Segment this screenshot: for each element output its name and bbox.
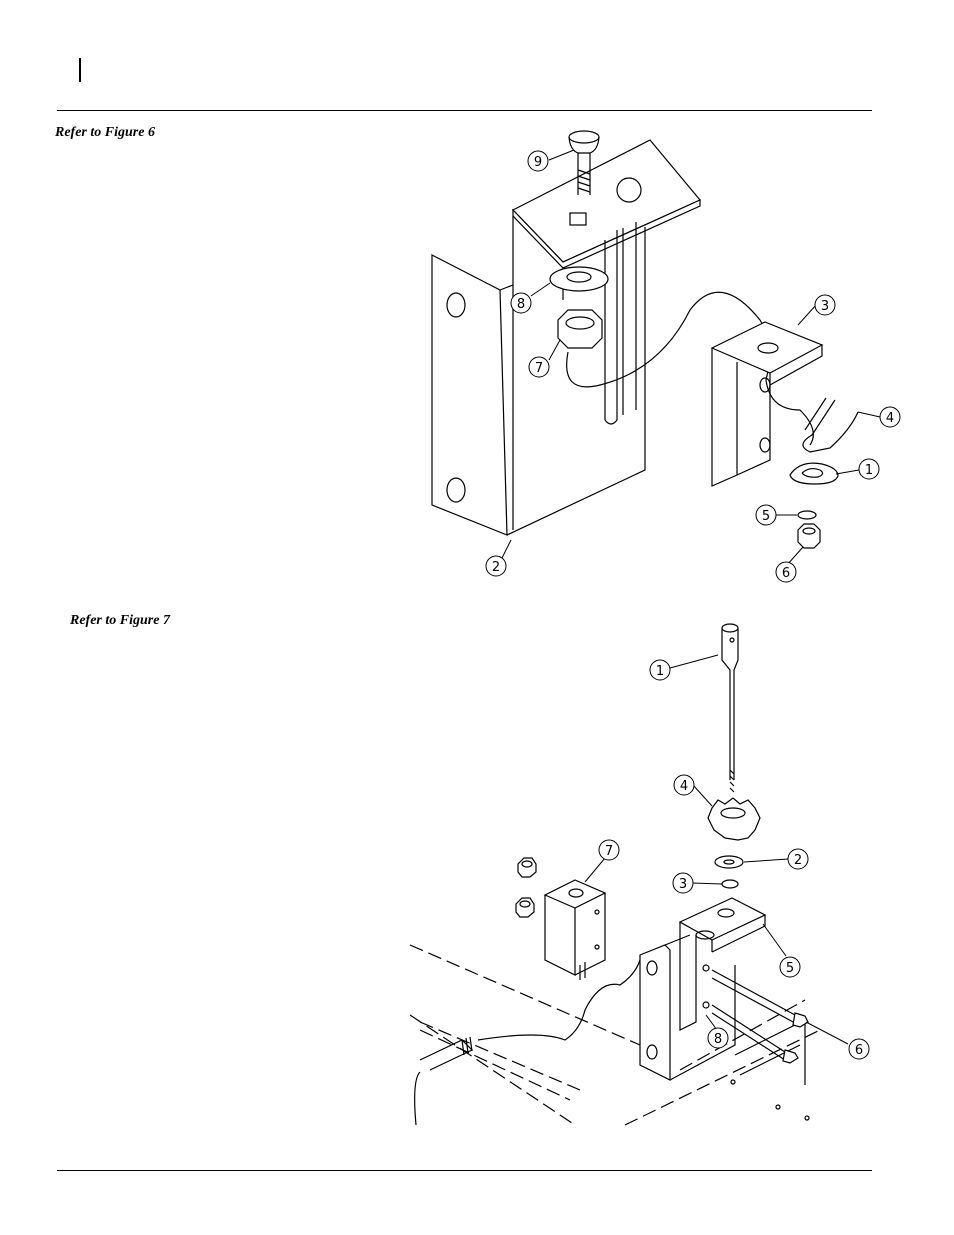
svg-text:6: 6 [782,566,790,581]
flat-washer [549,266,609,292]
callout-6: 6 [775,561,797,583]
svg-text:5: 5 [786,961,794,976]
lock-washer [797,510,817,520]
svg-text:9: 9 [534,155,542,170]
callout-1: 1 [649,659,671,681]
footer-rule [57,1170,872,1171]
svg-text:3: 3 [821,299,829,314]
callout-6: 6 [848,1038,870,1060]
figure6-reference: Refer to Figure 6 [55,125,155,140]
svg-text:6: 6 [855,1043,863,1058]
mounting-frame [409,944,821,1126]
lock-washer-7 [721,879,739,889]
svg-text:3: 3 [679,877,687,892]
spring-clip [802,397,859,453]
svg-text:7: 7 [535,361,543,376]
adjustment-bracket [678,897,767,1031]
cable [566,291,814,446]
callout-5: 5 [779,956,801,978]
callout-4: 4 [673,774,695,796]
callout-4: 4 [879,406,901,428]
svg-text:1: 1 [656,664,664,679]
figure6-callouts: 9 8 7 3 4 1 5 6 2 [485,150,901,583]
callout-1: 1 [858,458,880,480]
callout-2: 2 [787,848,809,870]
callout-7: 7 [528,356,550,378]
svg-text:4: 4 [680,779,688,794]
figure7-leaders [584,654,849,1045]
svg-text:8: 8 [517,297,525,312]
small-nut [797,523,821,549]
callout-5: 5 [755,504,777,526]
switch-nuts [515,857,537,918]
change-bar [79,58,81,82]
svg-text:2: 2 [492,560,500,575]
threaded-stud [419,1036,474,1071]
figure6-leaders [501,149,881,566]
flat-washer-7 [714,855,744,869]
keyhole-plate [789,462,839,485]
carriage-bolt [568,130,600,195]
figure7-reference: Refer to Figure 7 [70,613,170,628]
adjustment-rod [721,623,739,793]
callout-7: 7 [598,839,620,861]
switch-wire [477,959,641,1041]
callout-8: 8 [707,1027,729,1049]
svg-text:1: 1 [865,463,873,478]
switch-block [543,879,607,980]
callout-2: 2 [485,555,507,577]
callout-3: 3 [814,294,836,316]
svg-text:5: 5 [762,509,770,524]
svg-text:8: 8 [714,1032,722,1047]
svg-text:2: 2 [794,853,802,868]
hex-bolts [711,969,809,1064]
header-rule [57,110,872,111]
callout-9: 9 [527,150,549,172]
main-bracket [431,139,701,536]
figure7-callouts: 1 4 2 3 7 5 6 8 [598,659,870,1060]
svg-text:4: 4 [886,411,894,426]
small-bracket [710,321,824,487]
hex-nut [557,309,603,349]
adjustment-knob [707,797,761,841]
callout-8: 8 [510,292,532,314]
mounting-plate [639,934,736,1081]
callout-3: 3 [672,872,694,894]
svg-text:7: 7 [605,844,613,859]
